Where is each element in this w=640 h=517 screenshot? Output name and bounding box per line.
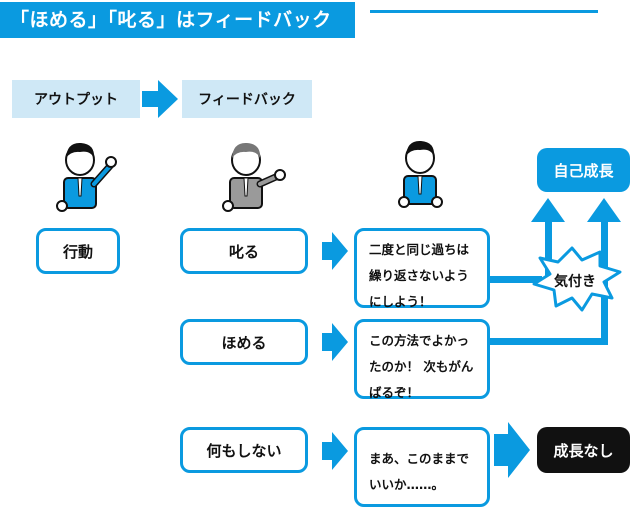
thought-scold: 二度と同じ過ちは 繰り返さないよう にしよう！ xyxy=(354,228,490,309)
scold-box: 叱る xyxy=(180,228,308,274)
person-pointing-icon xyxy=(222,142,286,212)
arrow-scold xyxy=(322,232,348,270)
arrow-no-growth xyxy=(494,422,530,478)
phase-output: アウトプット xyxy=(12,80,140,118)
arrow-nothing xyxy=(322,432,348,470)
result-growth: 自己成長 xyxy=(537,148,630,192)
page-title: 「ほめる」「叱る」はフィードバック xyxy=(0,2,355,38)
action-box: 行動 xyxy=(36,228,120,274)
praise-box: ほめる xyxy=(180,319,308,365)
awareness-burst xyxy=(532,246,622,312)
person-raising-hand-icon xyxy=(56,142,117,212)
phase-arrow xyxy=(142,80,178,118)
title-divider xyxy=(370,10,598,13)
nothing-box: 何もしない xyxy=(180,427,308,473)
result-awareness: 気付き xyxy=(554,274,596,290)
connector-praise xyxy=(490,338,608,345)
arrow-up-right xyxy=(587,198,621,222)
arrow-up-left xyxy=(531,198,565,222)
phase-feedback: フィードバック xyxy=(182,80,312,118)
connector-scold xyxy=(490,276,542,283)
result-no-growth: 成長なし xyxy=(537,427,630,473)
thought-praise: この方法でよかっ たのか！ 次もがん ばるぞ！ xyxy=(354,319,490,400)
thought-nothing: まあ、このままで いいか……。 xyxy=(354,427,490,507)
connector-scold-up xyxy=(545,222,552,283)
person-standing-icon xyxy=(398,140,443,208)
arrow-praise xyxy=(322,323,348,361)
